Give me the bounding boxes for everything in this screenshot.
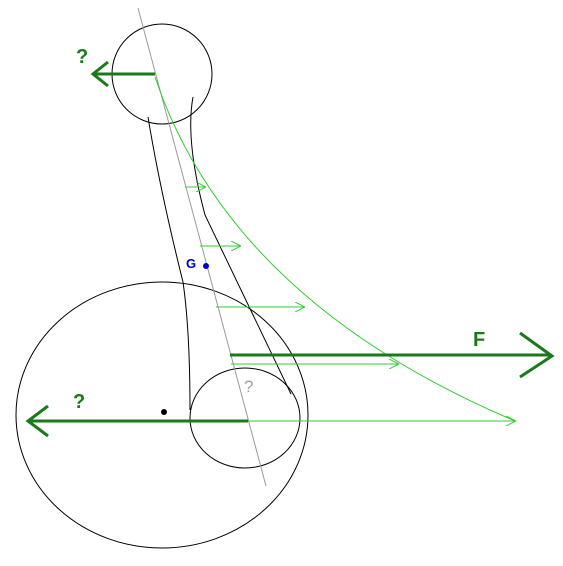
axis-line	[137, 7, 267, 487]
lower-circle	[189, 367, 301, 469]
top-force-label: ?	[76, 46, 88, 68]
applied-force-arrowhead	[519, 331, 555, 379]
large-wheel	[15, 281, 309, 549]
rod-left-edge	[147, 116, 191, 411]
top-force-arrowhead	[90, 60, 109, 88]
bottom-force-arrowhead	[25, 404, 49, 438]
center-of-mass-label: G	[186, 256, 196, 271]
bottom-force-label: ?	[73, 391, 85, 413]
pivot-dot	[161, 409, 167, 415]
distribution-curve	[154, 76, 516, 422]
lower-axis-label: ?	[244, 377, 253, 396]
applied-force-label: F	[473, 329, 485, 351]
center-of-mass-dot	[203, 263, 209, 269]
